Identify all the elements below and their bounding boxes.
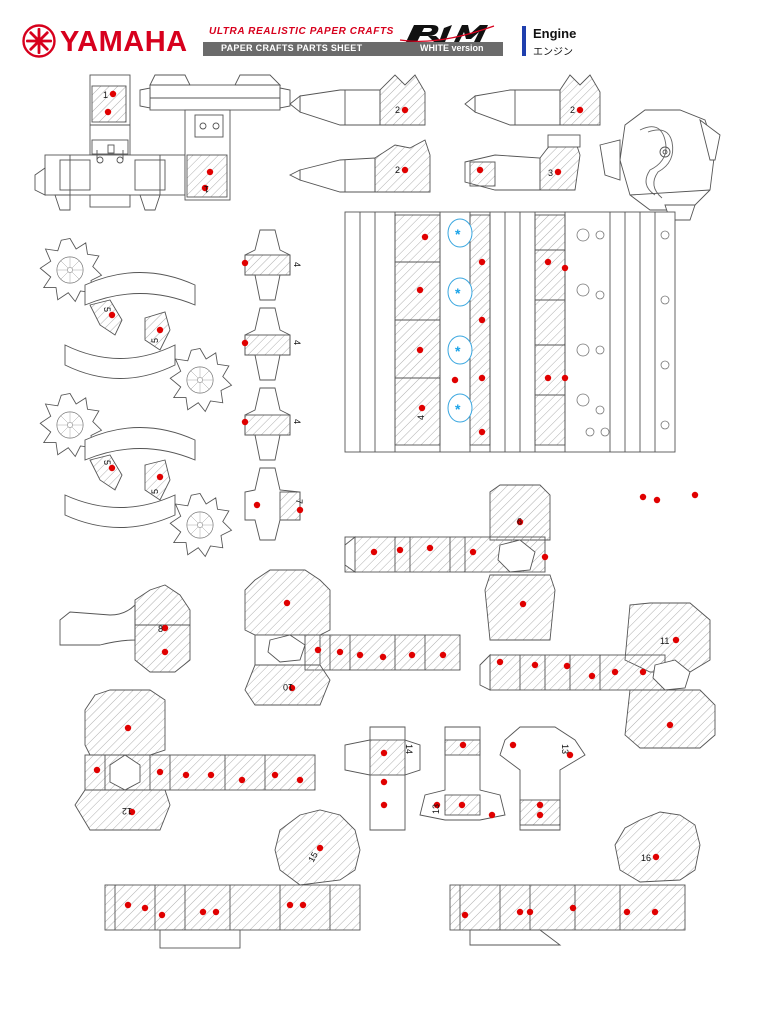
version-label: WHITE version — [420, 43, 484, 53]
part-2-b — [464, 74, 601, 126]
part-15 — [104, 809, 361, 949]
svg-text:*: * — [455, 343, 461, 359]
part-number-labels: 1 1 2 2 2 3 4 4 4 4 5 5 5 5 7 8 9 10 11 … — [102, 90, 669, 864]
label-part-4c: 4 — [292, 419, 302, 424]
label-part-8: 8 — [158, 624, 163, 634]
part-4-b — [244, 307, 291, 381]
part-13-a — [419, 726, 506, 821]
label-part-5b: 5 — [150, 338, 160, 343]
part-12 — [74, 689, 316, 831]
part-5-lower — [39, 393, 232, 557]
part-4-c — [244, 387, 291, 461]
part-5-upper — [39, 238, 232, 412]
label-part-5a: 5 — [102, 307, 112, 312]
part-14-a — [344, 726, 421, 831]
brand-name: YAMAHA — [60, 26, 188, 58]
part-16 — [449, 811, 701, 946]
label-part-13b: 13 — [560, 744, 570, 754]
label-part-5d: 5 — [150, 489, 160, 494]
label-part-1b: 1 — [204, 184, 209, 194]
label-part-1a: 1 — [103, 90, 108, 100]
label-part-12: 12 — [122, 806, 132, 816]
svg-text:*: * — [455, 285, 461, 301]
label-part-2a: 2 — [395, 105, 400, 115]
part-9 — [344, 484, 556, 641]
label-part-4b: 4 — [292, 340, 302, 345]
sheet-label-bar — [203, 42, 503, 56]
label-part-10: 10 — [283, 682, 293, 692]
section-accent-bar — [522, 26, 526, 56]
engine-block — [344, 211, 676, 453]
label-part-13a: 13 — [431, 804, 441, 814]
part-10 — [244, 569, 461, 706]
part-2-c — [288, 139, 431, 193]
label-part-14: 14 — [404, 744, 414, 754]
label-part-4-block: 4 — [416, 415, 426, 420]
label-part-2c: 2 — [395, 165, 400, 175]
yamaha-tuning-fork-emblem-icon — [22, 24, 56, 58]
section-title: Engine — [533, 26, 577, 41]
part-4-a — [244, 229, 291, 301]
part-7 — [244, 467, 301, 541]
label-part-9: 9 — [517, 516, 522, 526]
label-part-15: 15 — [306, 850, 320, 864]
label-part-11: 11 — [660, 636, 669, 646]
tagline: ULTRA REALISTIC PAPER CRAFTS — [209, 26, 394, 37]
part-3 — [464, 134, 581, 191]
header: YAMAHA ULTRA REALISTIC PAPER CRAFTS PAPE… — [0, 0, 768, 62]
svg-text:*: * — [455, 226, 461, 242]
label-part-5c: 5 — [102, 460, 112, 465]
part-8 — [59, 584, 191, 673]
part-2-a — [289, 74, 426, 126]
part-11 — [479, 602, 716, 749]
label-part-2b: 2 — [570, 105, 575, 115]
r1m-logo-icon — [399, 25, 495, 42]
label-part-4a: 4 — [292, 262, 302, 267]
label-part-16: 16 — [641, 853, 651, 863]
alignment-dots — [93, 90, 699, 919]
svg-text:*: * — [455, 401, 461, 417]
label-part-3: 3 — [548, 168, 553, 178]
section-subtitle: エンジン — [533, 47, 573, 58]
glue-asterisk-icons: * * * * — [455, 226, 461, 417]
cylinder-head-cover — [599, 109, 721, 221]
label-part-7: 7 — [294, 499, 304, 504]
part-1-right — [139, 74, 291, 201]
sheet-label: PAPER CRAFTS PARTS SHEET — [221, 43, 363, 53]
